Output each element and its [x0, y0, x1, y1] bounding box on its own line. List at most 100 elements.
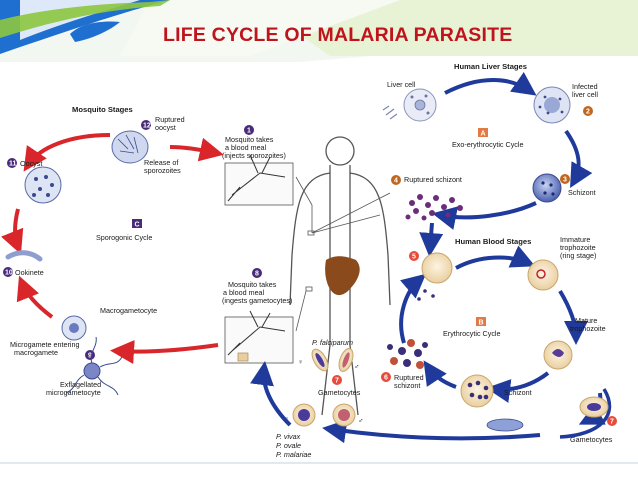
- red-blood-cell-5: [421, 252, 453, 284]
- cycle-c-marker: [132, 219, 142, 228]
- step-7-badge-right: [607, 416, 617, 426]
- step-4-badge: [391, 175, 401, 185]
- banner-swoosh-graphic: [0, 0, 638, 62]
- immature-trophozoite-cell: [527, 259, 559, 291]
- cycle-b-marker: [476, 317, 486, 326]
- blood-ruptured-schizont-image: [387, 339, 428, 369]
- svg-text:2: 2: [586, 109, 590, 116]
- step-10-badge: [3, 267, 13, 277]
- ookinete-image: [5, 250, 43, 262]
- svg-text:12: 12: [143, 123, 151, 130]
- step-2-badge: [583, 106, 593, 116]
- liver-ruptured-schizont-image: [405, 194, 463, 221]
- arrow-gametocytes-to-mosquito: [250, 361, 292, 427]
- step-7-badge-center: [332, 375, 342, 385]
- mosquito-1-image: [224, 162, 294, 206]
- arrow-gametocytes: [322, 419, 541, 444]
- liver-schizont-label: Schizont: [568, 188, 596, 197]
- svg-text:1: 1: [247, 128, 251, 135]
- arrow-ookinete-to-oocyst: [0, 208, 24, 255]
- arrow-mosquito-to-human: [169, 137, 224, 162]
- svg-text:B: B: [479, 320, 484, 327]
- step-3-badge: [560, 174, 570, 184]
- p-vivax-label: P. vivax: [276, 432, 301, 441]
- step-8-badge: [252, 268, 262, 278]
- human-figure: [289, 136, 391, 416]
- arrow-liver-3: [432, 201, 537, 230]
- oocyst-label: Oocyst: [20, 159, 42, 168]
- svg-text:7: 7: [610, 419, 614, 426]
- macrogametocyte-label: Macrogametocyte: [100, 306, 157, 315]
- svg-text:5: 5: [412, 254, 416, 261]
- step-1-badge: [244, 125, 254, 135]
- liver-schizont-image: [532, 173, 562, 203]
- blood-schizont-label: Schizont: [504, 388, 532, 397]
- arrow-liver-4: [419, 222, 444, 257]
- svg-text:C: C: [135, 222, 140, 229]
- svg-text:6: 6: [384, 375, 388, 382]
- ookinete-label: Ookinete: [15, 268, 44, 277]
- mosquito-8-image: [224, 316, 294, 364]
- liver-cell-label: Liver cell: [387, 80, 416, 89]
- exflagellated-microgametocyte-image: [65, 336, 123, 396]
- arrow-blood-4: [423, 360, 457, 389]
- blood-schizont-cell: [460, 374, 494, 408]
- svg-text:8: 8: [255, 271, 259, 278]
- step-5-badge: [409, 251, 419, 261]
- exo-erythrocytic-cycle-label: Exo-erythrocytic Cycle: [452, 140, 524, 149]
- erythrocytic-cycle-label: Erythrocytic Cycle: [443, 329, 501, 338]
- blood-stages-heading: Human Blood Stages: [455, 237, 531, 246]
- arrow-zygote-to-ookinete: [16, 275, 54, 319]
- header-banner: LIFE CYCLE OF MALARIA PARASITE: [0, 0, 638, 62]
- svg-text:4: 4: [394, 178, 398, 185]
- svg-text:9: 9: [88, 353, 92, 360]
- sporogonic-cycle-label: Sporogonic Cycle: [96, 233, 152, 242]
- liver-stages-heading: Human Liver Stages: [454, 62, 527, 71]
- step-12-badge: [141, 120, 151, 130]
- arrow-liver-1: [444, 71, 537, 96]
- center-gametocytes-label: Gametocytes: [318, 388, 361, 397]
- svg-text:11: 11: [9, 161, 17, 168]
- right-gametocytes-label: Gametocytes: [570, 435, 613, 444]
- step-11-badge: [7, 158, 17, 168]
- footer-divider: [0, 462, 638, 464]
- page-title: LIFE CYCLE OF MALARIA PARASITE: [163, 24, 513, 46]
- svg-text:A: A: [481, 131, 486, 138]
- arrow-liver-2: [564, 129, 593, 188]
- p-ovale-label: P. ovale: [276, 441, 301, 450]
- female-symbol-bottom: ♀: [284, 414, 289, 423]
- arrow-gametocyte-link: [559, 388, 612, 439]
- ruptured-oocyst-image: [111, 130, 149, 164]
- step-6-badge: [381, 372, 391, 382]
- malaria-life-cycle-diagram: Mosquito Stages Human Liver Stages Human…: [0, 62, 617, 459]
- cycle-a-marker: [478, 128, 488, 137]
- svg-text:3: 3: [563, 177, 567, 184]
- arrow-blood-2: [558, 289, 588, 345]
- mosquito-stages-heading: Mosquito Stages: [72, 105, 133, 114]
- female-symbol-top: ♀: [298, 357, 303, 366]
- p-malariae-label: P. malariae: [276, 450, 311, 459]
- arrow-blood-1: [455, 245, 536, 270]
- svg-text:7: 7: [335, 378, 339, 385]
- svg-text:10: 10: [5, 270, 13, 277]
- male-symbol-top: ♂: [354, 362, 359, 371]
- liver-organ: [325, 256, 360, 296]
- arrow-mosquito8-to-gametes: [110, 340, 219, 364]
- p-falciparum-label: P. falciparum: [312, 338, 353, 347]
- gametocyte-species-panel: P. falciparum ♀ ♂ 7 Gametocytes ♀ ♂ P. v…: [276, 338, 363, 459]
- oocyst-image: [24, 166, 62, 204]
- liver-ruptured-schizont-label: Ruptured schizont: [404, 175, 462, 184]
- arrow-oocyst-to-ruptured: [23, 133, 111, 172]
